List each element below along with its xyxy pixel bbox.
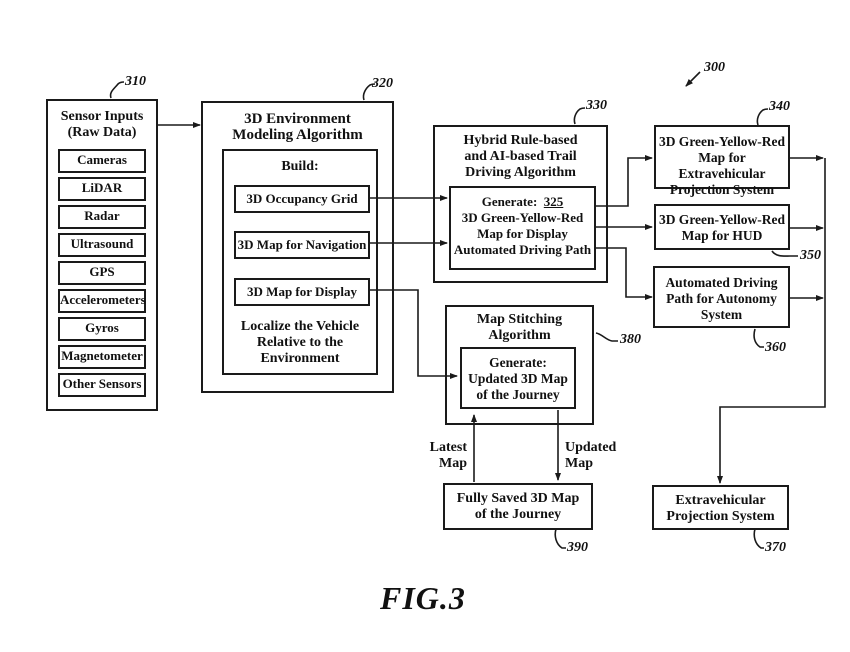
sensor-item-cameras: Cameras [58, 149, 146, 173]
updated-map-subblock: Generate: Updated 3D Map of the Journey [460, 347, 576, 409]
sensor-item-magnetometer: Magnetometer [58, 345, 146, 369]
map-stitching-block: Map Stitching Algorithm Generate: Update… [445, 305, 594, 425]
leader-340 [756, 108, 769, 126]
trail-driving-title: Hybrid Rule-based and AI-based Trail Dri… [463, 133, 578, 180]
ref-325: 325 [543, 194, 564, 209]
output-360-block: Automated Driving Path for Autonomy Syst… [653, 266, 790, 328]
env-modeling-title: 3D Environment Modeling Algorithm [232, 111, 363, 143]
output-350-text: 3D Green-Yellow-Red Map for HUD [658, 212, 786, 243]
env-modeling-block: 3D Environment Modeling Algorithm Build:… [201, 101, 394, 393]
output-340-block: 3D Green-Yellow-Red Map for Extravehicul… [654, 125, 790, 197]
ref-370: 370 [765, 540, 786, 555]
localize-vehicle-text: Localize the Vehicle Relative to the Env… [240, 319, 360, 366]
output-350-block: 3D Green-Yellow-Red Map for HUD [654, 204, 790, 250]
ref-390: 390 [567, 540, 588, 555]
figure-caption: FIG.3 [380, 580, 466, 616]
sensor-item-other-sensors: Other Sensors [58, 373, 146, 397]
ref-360: 360 [765, 340, 786, 355]
figure-ref-arrow [685, 71, 701, 87]
ref-320: 320 [372, 76, 393, 91]
ref-340: 340 [769, 99, 790, 114]
map-stitching-title: Map Stitching Algorithm [476, 312, 563, 343]
sensor-inputs-title: Sensor Inputs (Raw Data) [60, 109, 144, 140]
generate-325-subblock: Generate: 325 3D Green-Yellow-Red Map fo… [449, 186, 596, 270]
sensor-item-gyros: Gyros [58, 317, 146, 341]
saved-map-block: Fully Saved 3D Map of the Journey [443, 483, 593, 530]
ref-330: 330 [586, 98, 607, 113]
updated-map-text: Generate: Updated 3D Map of the Journey [468, 355, 568, 402]
leader-310 [109, 81, 125, 99]
ref-350: 350 [800, 248, 821, 263]
latest-map-label: Latest Map [429, 440, 467, 471]
arrow-bus-to-370 [717, 158, 826, 484]
figure-ref-300: 300 [704, 60, 725, 75]
arrow-generate-to-340 [594, 155, 653, 207]
display-map-item: 3D Map for Display [234, 278, 370, 306]
sensor-item-ultrasound: Ultrasound [58, 233, 146, 257]
sensor-item-radar: Radar [58, 205, 146, 229]
ref-380: 380 [620, 332, 641, 347]
output-360-text: Automated Driving Path for Autonomy Syst… [665, 275, 778, 322]
sensor-item-gps: GPS [58, 261, 146, 285]
sensor-item-lidar: LiDAR [58, 177, 146, 201]
occupancy-grid-item: 3D Occupancy Grid [234, 185, 370, 213]
projection-system-text: Extravehicular Projection System [666, 493, 775, 524]
leader-320 [362, 83, 376, 101]
ref-310: 310 [125, 74, 146, 89]
output-340-text: 3D Green-Yellow-Red Map for Extravehicul… [658, 134, 786, 197]
saved-map-text: Fully Saved 3D Map of the Journey [456, 491, 580, 522]
build-subblock: Build: 3D Occupancy Grid 3D Map for Navi… [222, 149, 378, 375]
leader-330 [573, 107, 586, 125]
projection-system-block: Extravehicular Projection System [652, 485, 789, 530]
generate-325-text: Generate: 325 3D Green-Yellow-Red Map fo… [451, 194, 594, 258]
arrow-generate-to-360 [594, 247, 653, 300]
sensor-item-accelerometers: Accelerometers [58, 289, 146, 313]
leader-390 [554, 528, 566, 549]
leader-350 [771, 250, 798, 257]
build-label: Build: [281, 159, 319, 174]
generate-label-line: Generate: 325 [481, 194, 564, 209]
trail-driving-block: Hybrid Rule-based and AI-based Trail Dri… [433, 125, 608, 283]
leader-380 [595, 332, 618, 342]
updated-map-label: Updated Map [565, 440, 617, 471]
sensor-inputs-block: Sensor Inputs (Raw Data) Cameras LiDAR R… [46, 99, 158, 411]
leader-370 [753, 528, 764, 549]
leader-360 [753, 328, 764, 348]
navigation-map-item: 3D Map for Navigation [234, 231, 370, 259]
